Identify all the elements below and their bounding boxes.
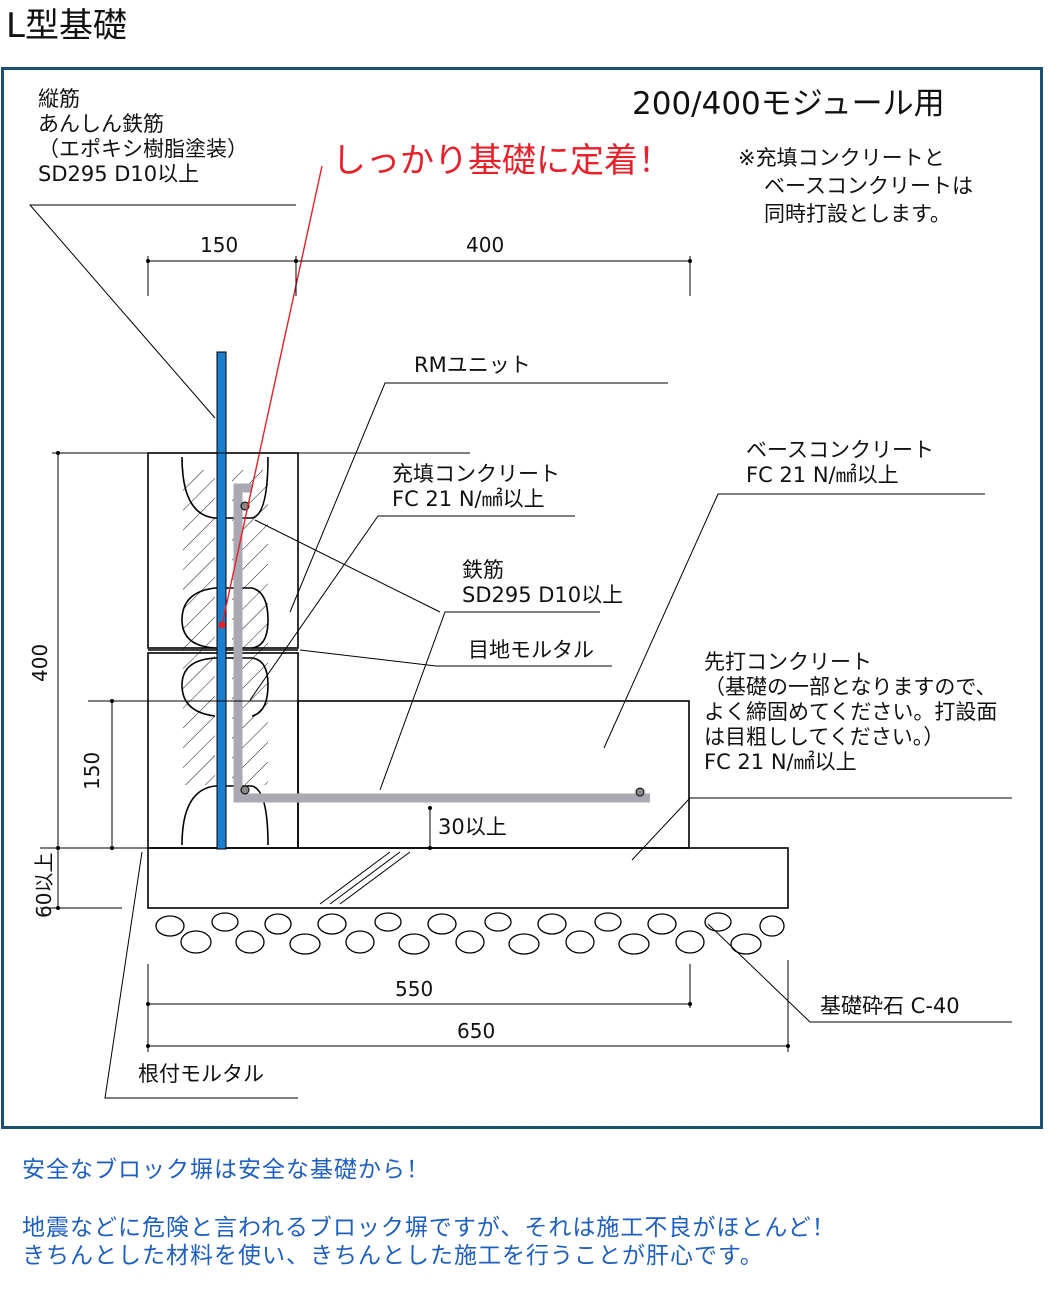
base-concrete-label: ベースコンクリート FC 21 N/㎟以上 — [746, 438, 934, 487]
base-concrete — [147, 847, 789, 909]
module-label: 200/400モジュール用 — [632, 86, 945, 122]
pre-concrete-label: 先打コンクリート （基礎の一部となりますので、 よく締固めてください。打設面 は… — [704, 650, 998, 774]
construction-note: ※充填コンクリートと ベースコンクリートは 同時打設とします。 — [738, 146, 973, 226]
crushed-stone — [155, 912, 785, 955]
vertical-bar — [216, 351, 227, 850]
dim-left-height: 400 — [28, 643, 52, 682]
rebar — [233, 483, 650, 803]
vertical-bar-label: 縦筋 あんしん鉄筋 （エポキシ樹脂塗装） SD295 D10以上 — [38, 87, 248, 186]
dim-bottom-inner: 550 — [395, 977, 434, 1001]
anchor-callout: しっかり基礎に定着！ — [332, 141, 672, 181]
crushed-stone-label: 基礎砕石 C-40 — [820, 994, 960, 1018]
page-title: L型基礎 — [6, 6, 127, 46]
drawing-frame — [1, 67, 1043, 1129]
dim-top-left: 150 — [200, 233, 239, 257]
fill-concrete-label: 充填コンクリート FC 21 N/㎟以上 — [392, 462, 560, 511]
cover-label: 30以上 — [438, 815, 507, 839]
footer-line-2: きちんとした材料を使い、きちんとした施工を行うことが肝心です。 — [22, 1243, 764, 1269]
footer-headline: 安全なブロック塀は安全な基礎から！ — [22, 1157, 430, 1183]
rm-unit-label: RMユニット — [414, 353, 531, 377]
joint-mortar-label: 目地モルタル — [468, 638, 594, 662]
footer-line-1: 地震などに危険と言われるブロック塀ですが、それは施工不良がほとんど！ — [22, 1215, 836, 1241]
dim-bottom-outer: 650 — [457, 1019, 496, 1043]
dim-top-right: 400 — [466, 233, 505, 257]
rebar-label: 鉄筋 SD295 D10以上 — [462, 558, 624, 607]
dim-left-inner: 150 — [80, 751, 104, 790]
dim-left-bottom: 60以上 — [32, 852, 56, 918]
root-mortar-label: 根付モルタル — [138, 1062, 264, 1086]
